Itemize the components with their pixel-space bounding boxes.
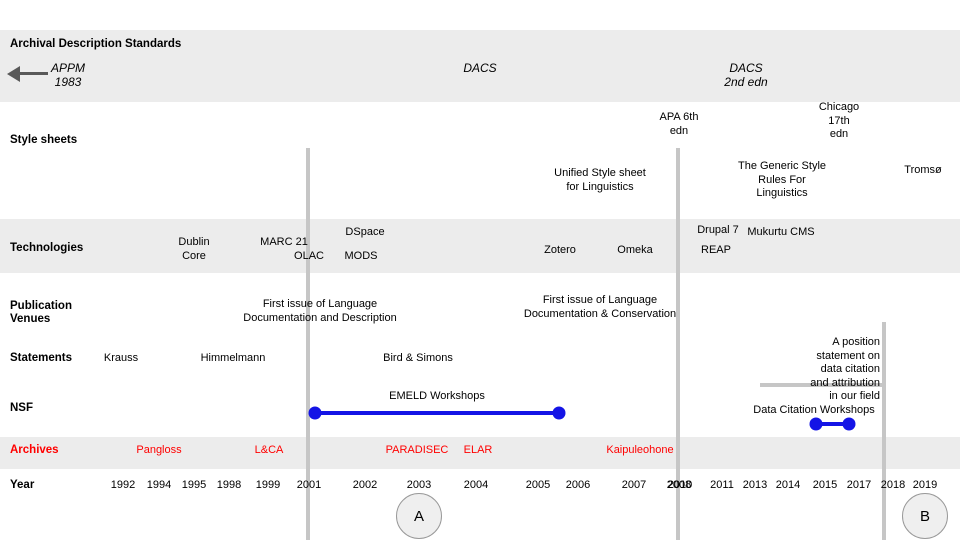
archive-paradisec: PARADISEC [385, 444, 449, 456]
style-sheet-tromso: Tromsø [904, 164, 942, 176]
year-tick: 2004 [463, 479, 489, 491]
band-technologies [0, 219, 960, 273]
guide-line-2010 [676, 148, 680, 540]
year-tick: 2013 [742, 479, 768, 491]
style-sheet-chicago-17th-edn: Chicago 17th edn [818, 101, 860, 140]
row-label-style-sheets: Style sheets [10, 134, 78, 146]
year-tick: 1998 [216, 479, 242, 491]
archive-lca: L&CA [254, 444, 284, 456]
style-sheet-generic-style-rules-for-linguistics: The Generic Style Rules For Linguistics [737, 160, 827, 199]
statement-krauss: Krauss [103, 352, 139, 364]
arrow-left-icon [7, 66, 20, 82]
technology-mukurtu-cms: Mukurtu CMS [747, 226, 815, 238]
year-tick: 1995 [181, 479, 207, 491]
year-tick: 2019 [912, 479, 938, 491]
standard-dacs: DACS [463, 61, 497, 75]
archive-elar: ELAR [463, 444, 493, 456]
section-title-archival-description-standards: Archival Description Standards [10, 38, 182, 50]
year-tick: 2017 [846, 479, 872, 491]
nsf-emeld-workshops-label: EMELD Workshops [389, 390, 485, 402]
publication-venue-language-documentation-and-description: First issue of Language Documentation an… [243, 298, 397, 324]
row-label-statements: Statements [10, 352, 72, 364]
year-tick: 1999 [255, 479, 281, 491]
technology-drupal-7: Drupal 7 [697, 224, 739, 236]
guide-line-2018 [882, 322, 886, 540]
row-label-technologies: Technologies [10, 242, 84, 254]
callout-marker-a[interactable]: A [396, 493, 442, 539]
appm-continues-arrow-shaft [20, 72, 48, 75]
year-tick: 2010 [667, 479, 693, 491]
technology-marc-21: MARC 21 [260, 236, 308, 248]
year-tick: 2007 [621, 479, 647, 491]
emeld-workshops-span [315, 411, 559, 415]
archive-pangloss: Pangloss [136, 444, 182, 456]
emeld-workshops-start-dot [308, 406, 322, 420]
row-label-year: Year [10, 479, 35, 491]
technology-zotero: Zotero [544, 244, 576, 256]
year-tick: 2014 [775, 479, 801, 491]
technology-olac: OLAC [294, 250, 324, 262]
year-tick: 1994 [146, 479, 172, 491]
year-tick: 2005 [525, 479, 551, 491]
year-tick: 2011 [710, 479, 734, 491]
statement-bird-and-simons: Bird & Simons [383, 352, 453, 364]
data-citation-workshops-start-dot [809, 417, 823, 431]
year-tick: 2008 [666, 479, 692, 491]
row-label-archives: Archives [10, 444, 59, 456]
archive-kaipuleohone: Kaipuleohone [606, 444, 674, 456]
style-sheet-apa-6th-edn: APA 6th edn [659, 111, 699, 137]
year-tick: 2018 [880, 479, 906, 491]
publication-venue-language-documentation-and-conservation: First issue of Language Documentation & … [523, 294, 677, 320]
year-tick: 2002 [352, 479, 378, 491]
standard-appm: APPM 1983 [50, 61, 86, 89]
data-citation-workshops-span [815, 422, 850, 426]
technology-mods: MODS [344, 250, 378, 262]
style-sheet-unified-style-sheet-for-linguistics: Unified Style sheet for Linguistics [554, 167, 646, 193]
year-tick: 2001 [296, 479, 322, 491]
row-label-nsf: NSF [10, 402, 33, 414]
data-citation-workshops-end-dot [842, 417, 856, 431]
callout-marker-b[interactable]: B [902, 493, 948, 539]
technology-dspace: DSpace [345, 226, 385, 238]
year-tick: 1992 [110, 479, 136, 491]
band-archival-standards [0, 30, 960, 102]
nsf-data-citation-workshops-label: Data Citation Workshops [753, 404, 875, 416]
emeld-workshops-end-dot [552, 406, 566, 420]
guide-line-2001 [306, 148, 310, 540]
statement-position-statement-on-data-citation: A position statement on data citation an… [810, 336, 880, 402]
year-tick: 2003 [406, 479, 432, 491]
standard-dacs-2nd-edn: DACS 2nd edn [724, 61, 768, 89]
band-archives [0, 437, 960, 469]
technology-reap: REAP [701, 244, 731, 256]
technology-dublin-core: Dublin Core [178, 236, 210, 262]
row-label-publication-venues: Publication Venues [10, 300, 72, 325]
year-tick: 2015 [812, 479, 838, 491]
guide-line-position-statement-underline [760, 383, 884, 387]
year-tick: 2006 [565, 479, 591, 491]
technology-omeka: Omeka [617, 244, 653, 256]
statement-himmelmann: Himmelmann [200, 352, 266, 364]
